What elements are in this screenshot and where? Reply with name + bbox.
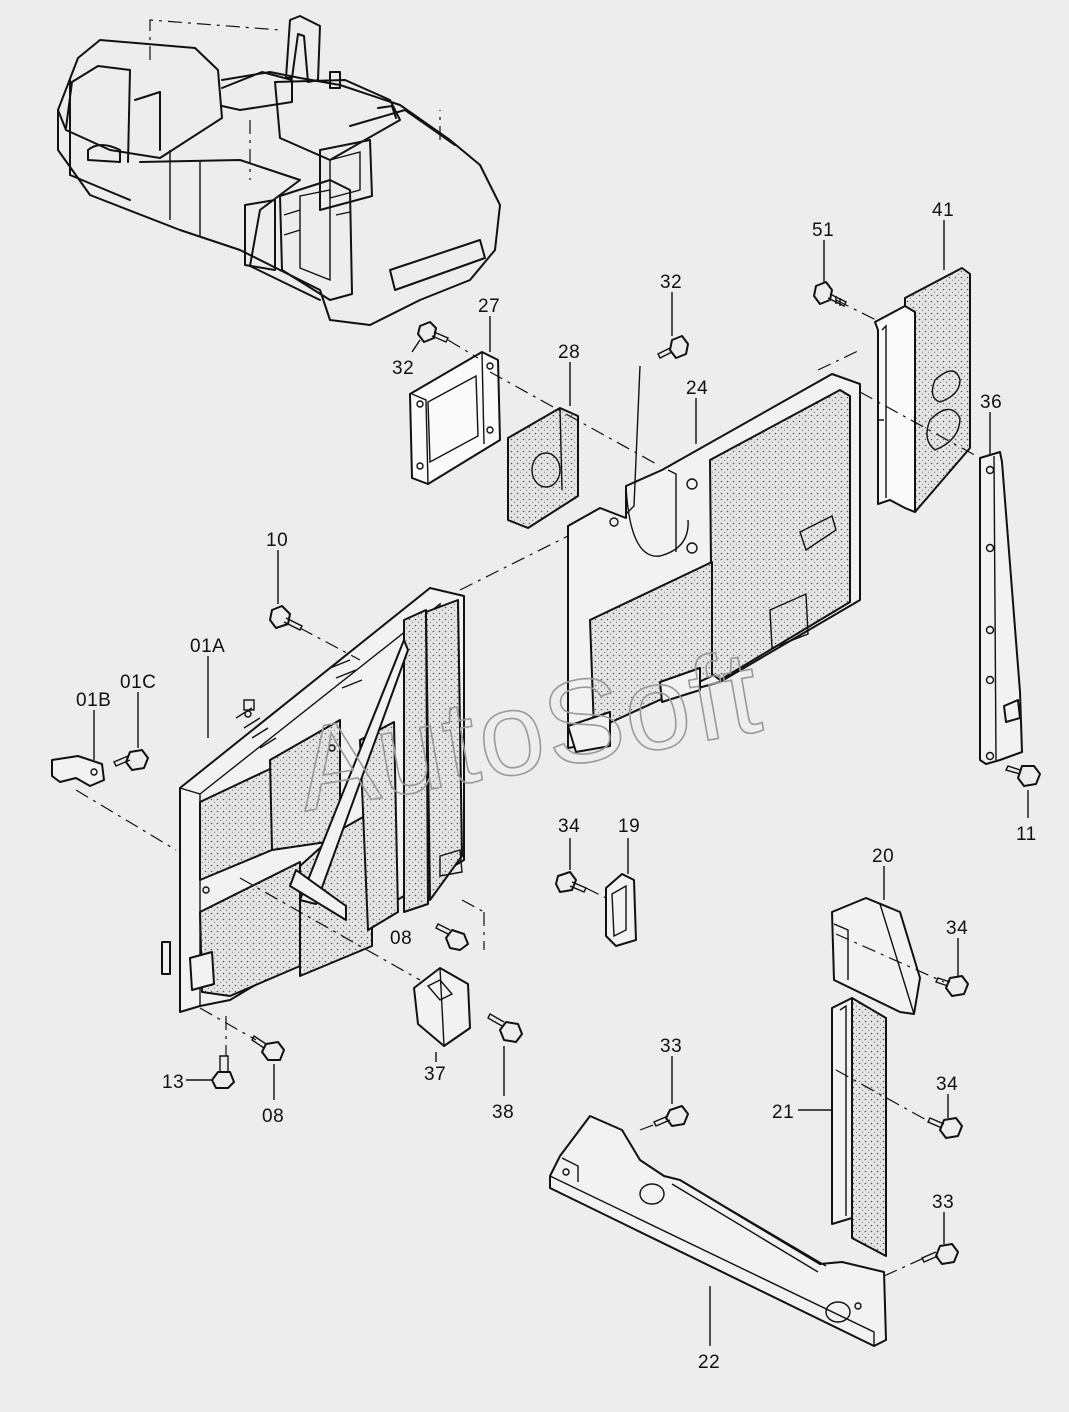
part-36-bracket xyxy=(979,451,1023,765)
callout-01A: 01A xyxy=(190,636,225,657)
bolt-34-right-b xyxy=(927,1117,963,1139)
callout-labels: 41 51 27 32 32 28 24 36 10 01A 01C 01B 1… xyxy=(76,200,1037,1373)
part-21-strip xyxy=(831,997,887,1257)
part-24-panel xyxy=(567,365,861,753)
callout-33-right: 33 xyxy=(932,1192,954,1213)
part-37-clip xyxy=(413,967,471,1047)
bolt-32-right xyxy=(657,335,689,359)
callout-20: 20 xyxy=(872,846,894,867)
part-19-clip xyxy=(605,873,637,947)
callout-01C: 01C xyxy=(120,672,156,693)
part-22-base-bar xyxy=(549,1115,887,1347)
callout-34-right-a: 34 xyxy=(946,918,968,939)
callout-08-lower: 08 xyxy=(262,1106,284,1127)
callout-13: 13 xyxy=(162,1072,184,1093)
callout-32-left: 32 xyxy=(392,358,414,379)
bolt-08-lower xyxy=(251,1034,285,1061)
leader-lines xyxy=(75,220,1029,1346)
callout-21: 21 xyxy=(772,1102,794,1123)
callout-32-right: 32 xyxy=(660,272,682,293)
callout-22: 22 xyxy=(698,1352,720,1373)
callout-38: 38 xyxy=(492,1102,514,1123)
bolt-34-right-a xyxy=(935,975,969,997)
part-01B-bracket xyxy=(51,755,105,787)
callout-34-right-b: 34 xyxy=(936,1074,958,1095)
callout-27: 27 xyxy=(478,296,500,317)
bolt-11 xyxy=(1004,765,1041,787)
part-41-panel xyxy=(874,267,971,513)
callout-33-top: 33 xyxy=(660,1036,682,1057)
part-28-foam-block xyxy=(507,407,579,529)
callout-10: 10 xyxy=(266,530,288,551)
callout-34-center: 34 xyxy=(558,816,580,837)
callout-51: 51 xyxy=(812,220,834,241)
callout-11: 11 xyxy=(1016,824,1037,845)
callout-08-mid: 08 xyxy=(390,928,412,949)
callout-37: 37 xyxy=(424,1064,446,1085)
bolt-08-mid xyxy=(435,923,469,951)
bolt-38 xyxy=(487,1013,523,1043)
callout-19: 19 xyxy=(618,816,640,837)
excavator-overview xyxy=(57,15,501,326)
bolt-01C xyxy=(113,749,149,771)
bolt-32-left xyxy=(417,321,449,343)
part-20-block xyxy=(831,897,921,1015)
bolt-13 xyxy=(211,1055,235,1089)
bolt-33-right xyxy=(921,1243,959,1265)
callout-36: 36 xyxy=(980,392,1002,413)
bolt-33-top xyxy=(653,1105,689,1127)
bolt-34-center xyxy=(555,871,587,893)
bolt-10 xyxy=(269,605,303,631)
callout-28: 28 xyxy=(558,342,580,363)
part-01A-panel xyxy=(161,587,465,1013)
callout-01B: 01B xyxy=(76,690,111,711)
part-27-frame xyxy=(409,351,501,485)
callout-41: 41 xyxy=(932,200,954,221)
callout-24: 24 xyxy=(686,378,708,399)
